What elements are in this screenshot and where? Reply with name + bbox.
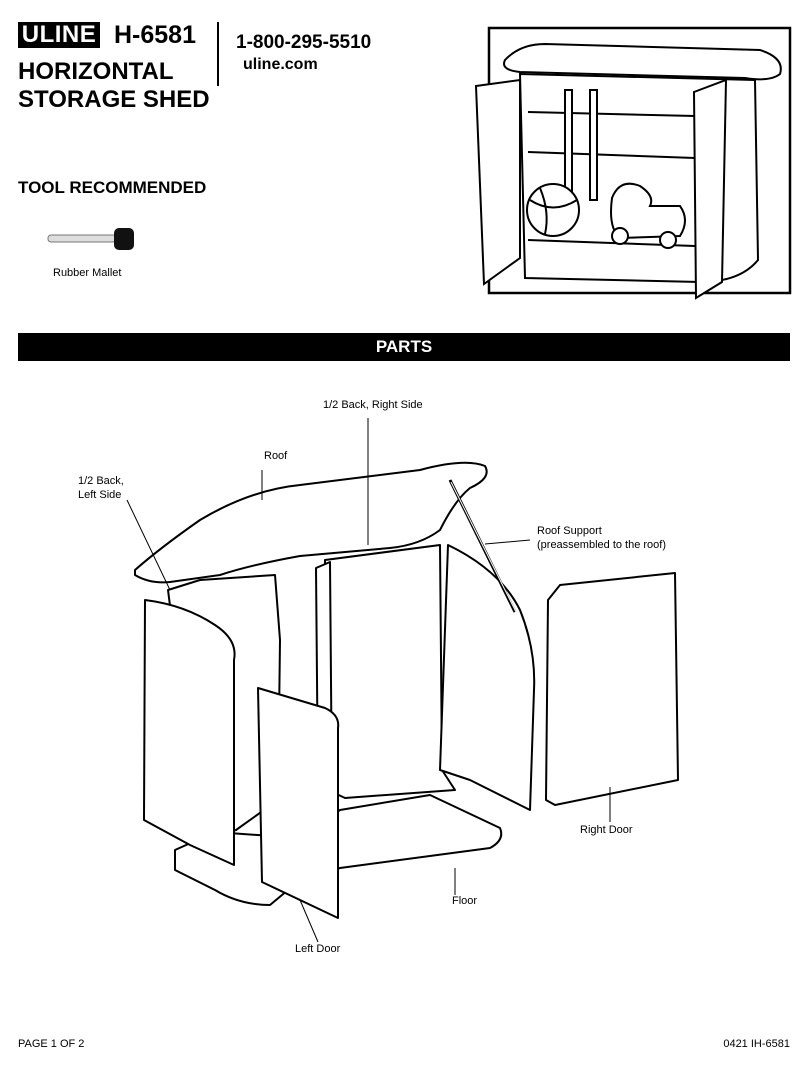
label-back-left-line-1: 1/2 Back, [78,475,124,487]
model-number: H-6581 [114,21,196,49]
left-side-panel [143,599,236,866]
label-roof-support-line-1: Roof Support [537,525,602,537]
title-line-2: STORAGE SHED [18,86,210,113]
page-title: HORIZONTAL STORAGE SHED [18,58,210,114]
label-back-left-line-2: Left Side [78,489,122,501]
page-number: PAGE 1 OF 2 [18,1038,85,1050]
label-roof: Roof [264,450,288,462]
tool-heading: TOOL RECOMMENDED [18,178,207,197]
label-roof-support: Roof Support (preassembled to the roof) [537,524,666,552]
header-divider [217,22,219,86]
right-side-panel [439,544,536,811]
uline-logo: ULINE [18,22,100,48]
parts-section-header: PARTS [18,333,790,361]
left-door-part [257,687,340,919]
label-right-door: Right Door [580,824,633,836]
phone-number: 1-800-295-5510 [236,32,372,53]
title-line-1: HORIZONTAL [18,58,174,85]
right-door-part [545,572,679,806]
document-code: 0421 IH-6581 [723,1038,790,1050]
website: uline.com [243,56,318,73]
label-roof-support-line-2: (preassembled to the roof) [537,539,667,551]
label-back-right-side: 1/2 Back, Right Side [323,399,423,411]
roof-part [134,461,488,584]
label-back-left-side: 1/2 Back, Left Side [78,474,124,502]
right-back-panel [324,544,456,799]
label-floor: Floor [452,895,478,907]
rubber-mallet-label: Rubber Mallet [53,267,122,279]
label-left-door: Left Door [295,943,341,955]
